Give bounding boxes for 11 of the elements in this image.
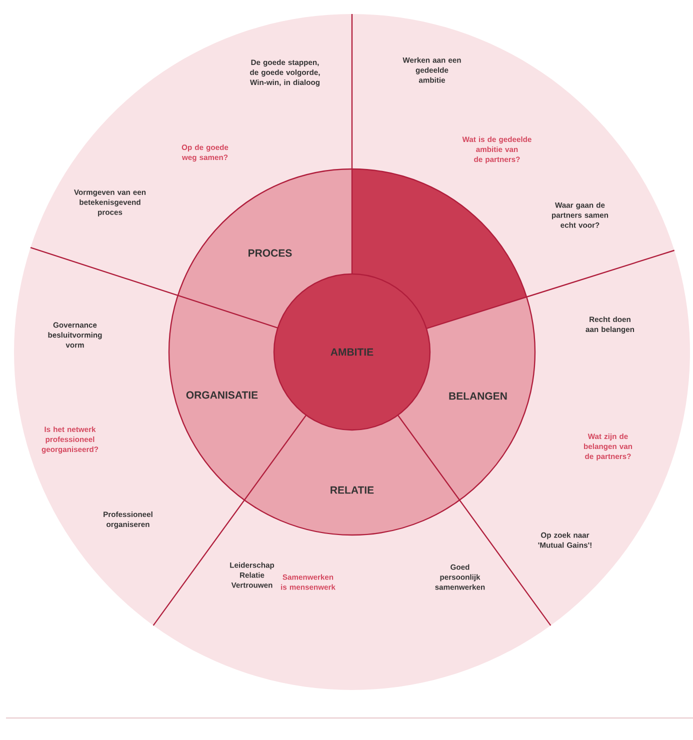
ring-segment xyxy=(398,296,535,500)
ring-segment xyxy=(178,169,352,328)
ring-segment xyxy=(244,415,460,535)
segment-title: PROCES xyxy=(248,249,292,257)
segment-title: BELANGEN xyxy=(449,392,507,400)
ring-segment xyxy=(169,295,306,500)
segment-title: AMBITIE xyxy=(330,348,374,356)
outer-segment xyxy=(30,14,352,296)
segment-title: RELATIE xyxy=(330,486,374,494)
segment-title: ORGANISATIE xyxy=(186,391,258,399)
outer-segment xyxy=(352,14,674,297)
